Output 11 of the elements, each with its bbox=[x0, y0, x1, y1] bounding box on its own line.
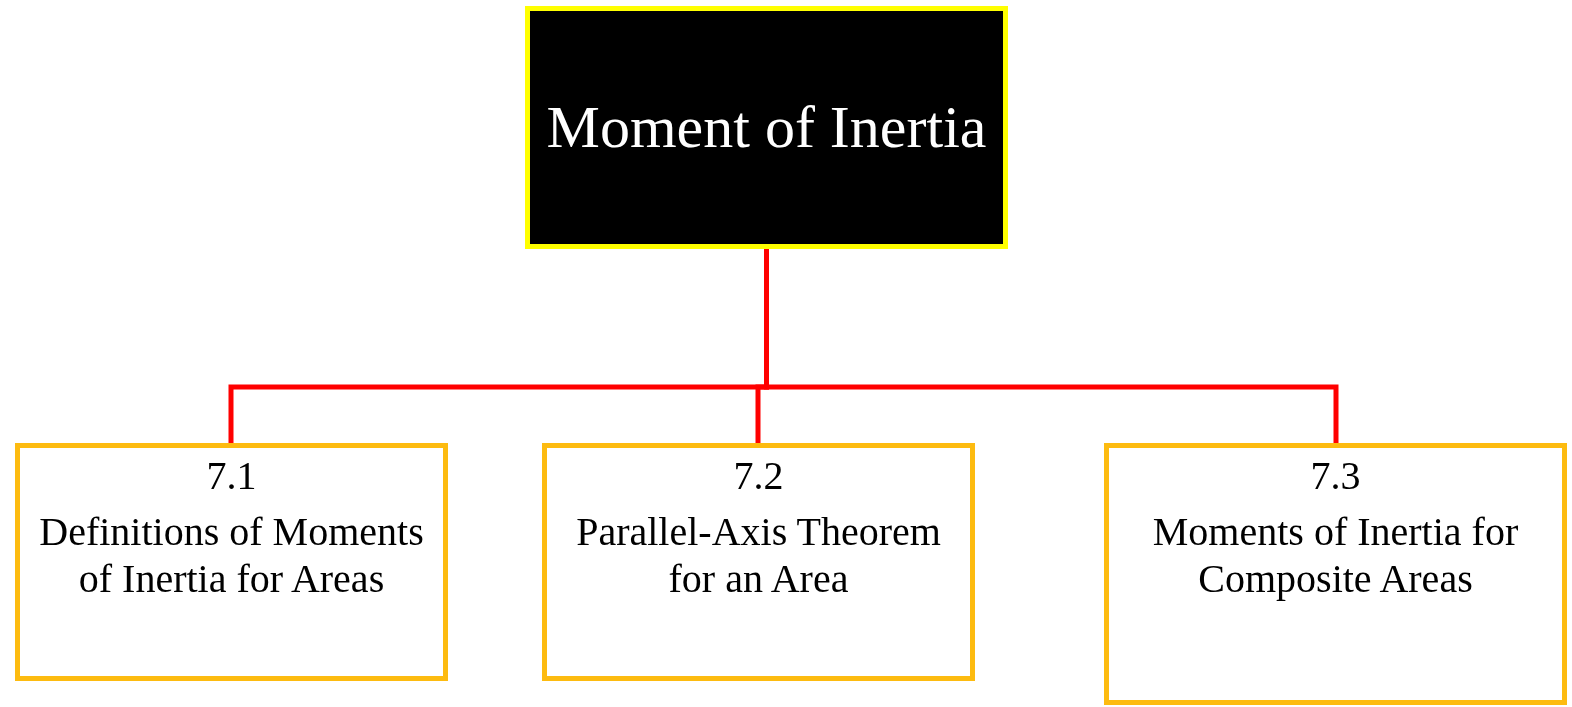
topic-box bbox=[1104, 443, 1567, 705]
topic-text: Moments of Inertia for Composite Areas bbox=[1151, 508, 1520, 602]
section-number: 7.1 bbox=[206, 452, 257, 500]
topic-box bbox=[15, 443, 448, 681]
section-number: 7.2 bbox=[733, 452, 784, 500]
section-number: 7.3 bbox=[1310, 452, 1361, 500]
topic-text: Definitions of Moments of Inertia for Areas bbox=[38, 508, 425, 602]
title-box bbox=[525, 6, 1008, 249]
topic-text: Parallel-Axis Theorem for an Area bbox=[575, 508, 942, 602]
topic-box bbox=[542, 443, 975, 681]
title-text: Moment of Inertia bbox=[546, 93, 987, 162]
